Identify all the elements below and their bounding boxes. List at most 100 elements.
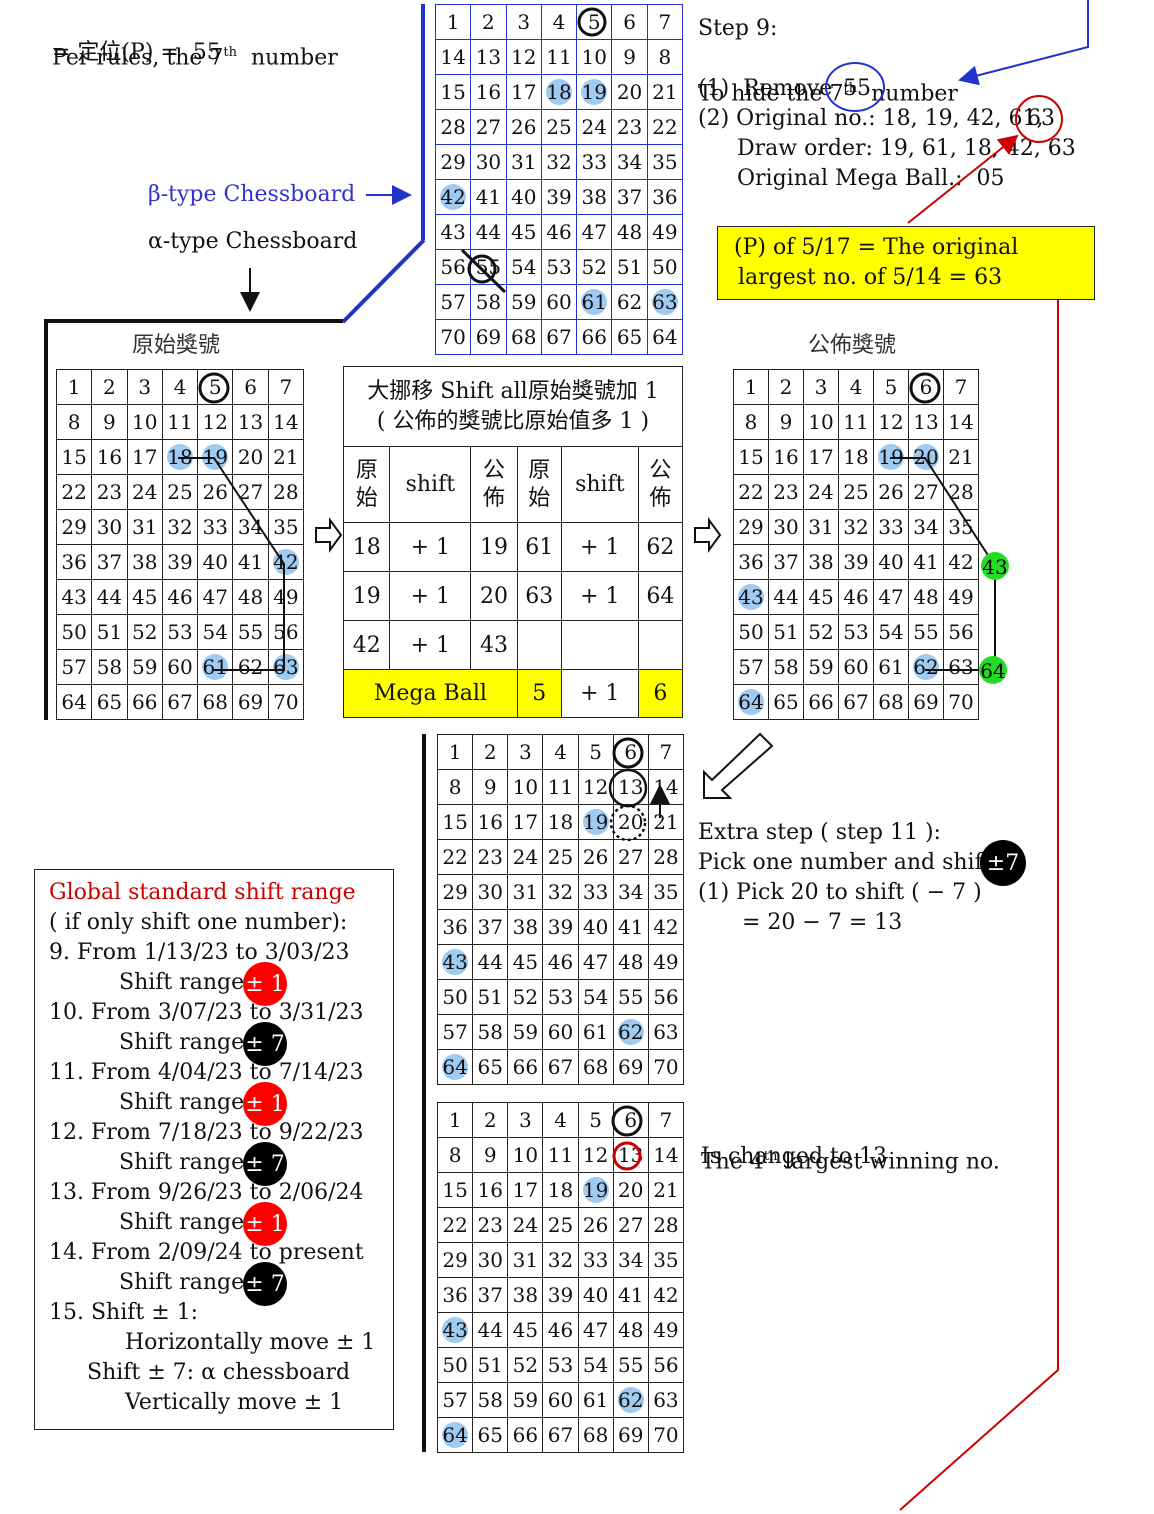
cell-number: 36 [442, 915, 468, 939]
board-cell: 13 [233, 405, 269, 440]
global-shift-box: Global standard shift range ( if only sh… [34, 869, 394, 1430]
cell-number: 61 [582, 1388, 609, 1412]
row2-p2 [637, 620, 684, 670]
board-cell: 45 [804, 580, 839, 615]
cell-number: 44 [477, 950, 503, 974]
cell-number: 17 [131, 445, 158, 469]
row2-s1: + 1 [389, 620, 472, 670]
beta-label: β-type Chessboard [148, 182, 356, 207]
ann-green-64 [979, 656, 1007, 684]
board-cell: 23 [473, 840, 509, 875]
cell-number: 58 [477, 1388, 503, 1412]
alpha-label: α-type Chessboard [148, 229, 358, 254]
board-cell: 15 [438, 805, 474, 840]
cell-number: 25 [546, 115, 572, 139]
board-cell: 58 [473, 1015, 509, 1050]
cell-number: 21 [652, 80, 678, 104]
cell-number: 12 [878, 410, 904, 434]
cell-number: 30 [477, 1248, 503, 1272]
board-cell: 32 [543, 1243, 579, 1278]
cell-number: 56 [653, 985, 679, 1009]
board-cell: 47 [578, 1313, 614, 1348]
cell-number: 35 [273, 515, 299, 539]
board-cell: 53 [541, 250, 578, 285]
board-cell: 5 [577, 5, 613, 40]
cell-number: 36 [442, 1283, 468, 1307]
board-cell: 50 [647, 250, 683, 285]
cell-number: 25 [547, 845, 574, 869]
board-cell: 18 [839, 440, 874, 475]
board-cell: 36 [438, 910, 474, 945]
highlight-mark [442, 949, 469, 975]
cell-number: 27 [237, 480, 264, 504]
cell-number: 8 [658, 45, 672, 69]
board-cell: 42 [436, 180, 472, 215]
board-cell: 41 [613, 910, 649, 945]
board-cell: 51 [92, 615, 128, 650]
cell-number: 11 [547, 1143, 574, 1167]
cell-number: 24 [131, 480, 158, 504]
board-cell: 37 [612, 180, 648, 215]
board-cell: 48 [909, 580, 944, 615]
row2-o1: 42 [342, 620, 391, 670]
board-cell: 22 [647, 110, 683, 145]
board-cell: 55 [233, 615, 269, 650]
cell-number: 42 [273, 550, 299, 574]
board-cell: 29 [436, 145, 472, 180]
cell-number: 38 [131, 550, 158, 574]
cell-number: 17 [512, 810, 539, 834]
board-cell: 52 [508, 980, 544, 1015]
cell-number: 13 [237, 410, 264, 434]
cell-number: 41 [618, 1283, 644, 1307]
board-cell: 63 [647, 285, 683, 320]
board-cell: 30 [473, 875, 509, 910]
board-cell: 6 [613, 735, 649, 770]
cell-number: 59 [512, 1388, 539, 1412]
cell-number: 37 [477, 915, 503, 939]
board-cell: 14 [648, 770, 684, 805]
cell-number: 68 [878, 690, 904, 714]
board-cell: 25 [541, 110, 578, 145]
board-cell: 42 [648, 1278, 684, 1313]
highlight-mark [738, 584, 764, 610]
cell-number: 23 [616, 115, 643, 139]
board-cell: 16 [92, 440, 128, 475]
cell-number: 24 [512, 845, 539, 869]
board-cell: 44 [473, 1313, 509, 1348]
highlight-mark [582, 1177, 609, 1203]
board-cell: 55 [471, 250, 507, 285]
board-cell: 14 [648, 1138, 684, 1173]
cell-number: 51 [773, 620, 799, 644]
cell-number: 61 [202, 655, 228, 679]
cell-number: 12 [510, 45, 537, 69]
cell-number: 1 [67, 375, 81, 399]
cell-number: 19 [582, 1178, 609, 1202]
cell-number: 35 [948, 515, 974, 539]
board-cell: 28 [648, 840, 684, 875]
cell-number: 65 [477, 1423, 503, 1447]
cell-number: 69 [237, 690, 264, 714]
board-cell: 25 [543, 840, 579, 875]
board-cell: 22 [57, 475, 93, 510]
board-cell: 40 [578, 910, 614, 945]
board-cell: 57 [438, 1383, 474, 1418]
announced-title: 公佈獎號 [808, 333, 897, 358]
board-cell: 64 [438, 1050, 474, 1085]
cell-number: 39 [547, 1283, 574, 1307]
cell-number: 20 [618, 810, 644, 834]
board-cell: 37 [92, 545, 128, 580]
board-cell: 19 [578, 805, 614, 840]
cell-number: 30 [96, 515, 123, 539]
board-cell: 52 [804, 615, 839, 650]
board-cell: 30 [769, 510, 804, 545]
cell-number: 58 [773, 655, 799, 679]
cell-number: 47 [582, 1318, 609, 1342]
cell-number: 27 [475, 115, 502, 139]
cell-number: 56 [273, 620, 299, 644]
cell-number: 49 [653, 1318, 679, 1342]
board-cell: 66 [508, 1050, 544, 1085]
board-cell: 5 [578, 735, 614, 770]
cell-number: 65 [477, 1055, 503, 1079]
cell-number: 38 [808, 550, 834, 574]
cell-number: 26 [878, 480, 904, 504]
